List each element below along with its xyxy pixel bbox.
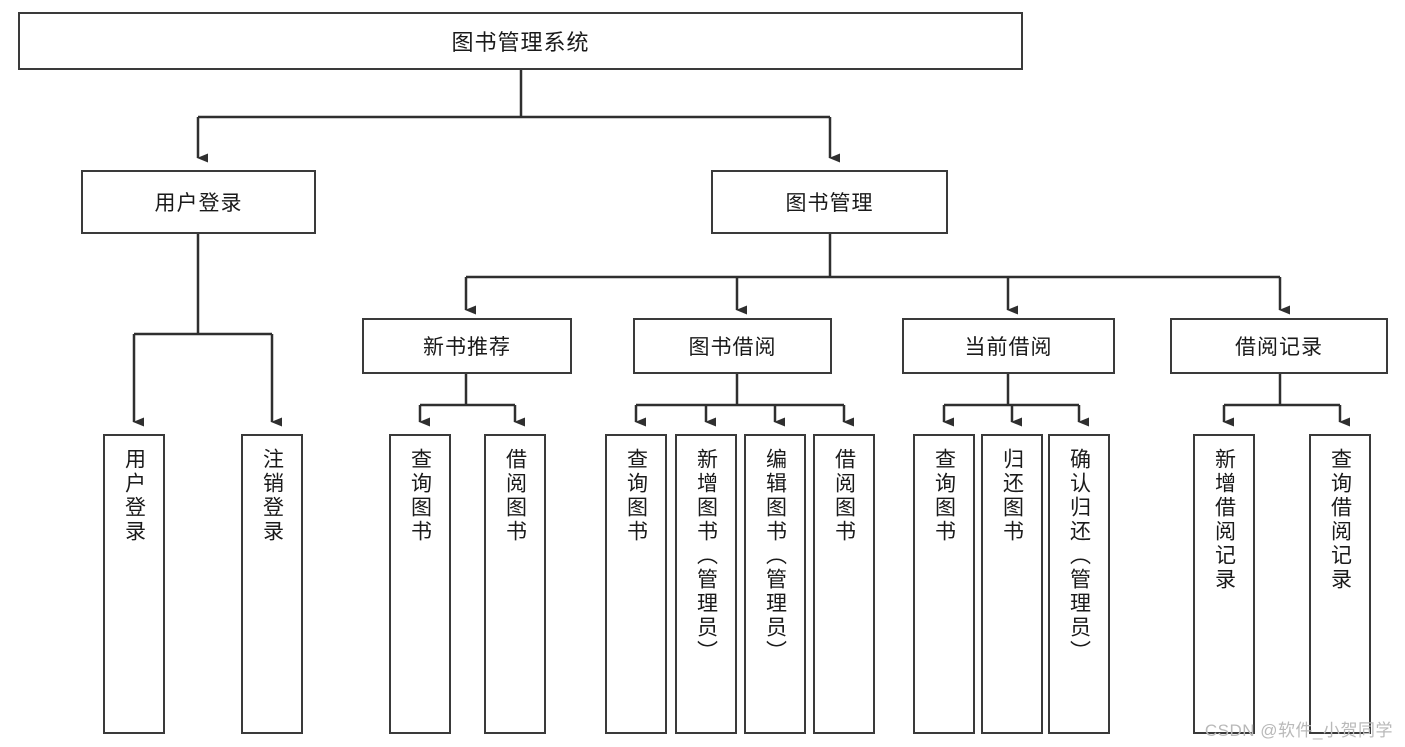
leaf-current-borrow-confirm-return-admin[interactable]: 确认归还（管理员） xyxy=(1048,434,1110,734)
node-label: 确认归还（管理员） xyxy=(1067,448,1091,664)
leaf-book-borrow-add-book-admin[interactable]: 新增图书（管理员） xyxy=(675,434,737,734)
leaf-user-login-login[interactable]: 用户登录 xyxy=(103,434,165,734)
node-label: 新书推荐 xyxy=(423,336,511,359)
node-label: 新增图书（管理员） xyxy=(694,448,718,664)
node-label: 借阅记录 xyxy=(1235,336,1323,359)
leaf-book-borrow-query-book[interactable]: 查询图书 xyxy=(605,434,667,734)
node-book-management[interactable]: 图书管理 xyxy=(711,170,948,234)
node-label: 新增借阅记录 xyxy=(1212,448,1236,592)
leaf-book-borrow-edit-book-admin[interactable]: 编辑图书（管理员） xyxy=(744,434,806,734)
leaf-book-borrow-borrow-book[interactable]: 借阅图书 xyxy=(813,434,875,734)
node-user-login[interactable]: 用户登录 xyxy=(81,170,316,234)
node-label: 借阅图书 xyxy=(503,448,527,544)
node-label: 查询图书 xyxy=(408,448,432,544)
node-label: 归还图书 xyxy=(1000,448,1024,544)
leaf-current-borrow-return-book[interactable]: 归还图书 xyxy=(981,434,1043,734)
node-book-borrow[interactable]: 图书借阅 xyxy=(633,318,832,374)
node-label: 编辑图书（管理员） xyxy=(763,448,787,664)
node-label: 注销登录 xyxy=(260,448,284,544)
leaf-new-book-query-book[interactable]: 查询图书 xyxy=(389,434,451,734)
node-label: 查询图书 xyxy=(932,448,956,544)
node-current-borrow[interactable]: 当前借阅 xyxy=(902,318,1115,374)
node-root-book-management-system[interactable]: 图书管理系统 xyxy=(18,12,1023,70)
node-label: 当前借阅 xyxy=(964,336,1053,359)
leaf-borrow-record-add-record[interactable]: 新增借阅记录 xyxy=(1193,434,1255,734)
csdn-watermark: CSDN @软件_小贺同学 xyxy=(1204,721,1393,740)
node-label: 图书借阅 xyxy=(688,336,777,359)
node-label: 图书管理系统 xyxy=(451,30,590,55)
node-borrow-record[interactable]: 借阅记录 xyxy=(1170,318,1388,374)
leaf-new-book-borrow-book[interactable]: 借阅图书 xyxy=(484,434,546,734)
leaf-user-login-logout[interactable]: 注销登录 xyxy=(241,434,303,734)
leaf-current-borrow-query-book[interactable]: 查询图书 xyxy=(913,434,975,734)
node-label: 查询图书 xyxy=(624,448,648,544)
leaf-borrow-record-query-record[interactable]: 查询借阅记录 xyxy=(1309,434,1371,734)
node-label: 图书管理 xyxy=(785,192,874,215)
node-label: 用户登录 xyxy=(154,192,243,215)
node-new-book-recommend[interactable]: 新书推荐 xyxy=(362,318,572,374)
node-label: 查询借阅记录 xyxy=(1328,448,1352,592)
node-label: 借阅图书 xyxy=(832,448,856,544)
node-label: 用户登录 xyxy=(122,448,146,544)
